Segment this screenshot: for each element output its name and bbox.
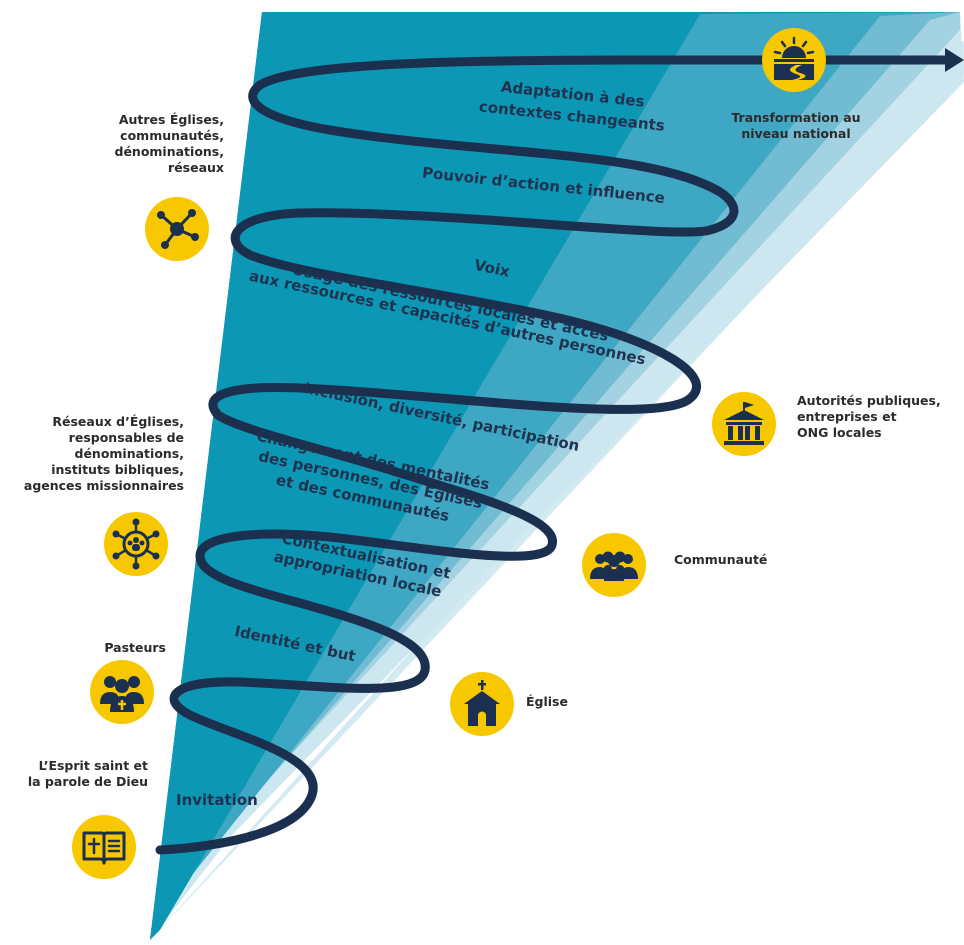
network-people-icon bbox=[104, 512, 168, 576]
label-communaute: Communauté bbox=[674, 552, 768, 567]
label-eglise: Église bbox=[526, 694, 568, 709]
network-icon bbox=[145, 197, 209, 261]
government-building-icon bbox=[712, 392, 776, 456]
label-autorites: Autorités publiques, entreprises et ONG … bbox=[797, 393, 941, 440]
label-esprit-saint: L’Esprit saint et la parole de Dieu bbox=[27, 758, 148, 789]
stage-invitation: Invitation bbox=[176, 791, 258, 809]
community-icon bbox=[582, 533, 646, 597]
label-reseaux-eglises: Réseaux d’Églises, responsables de dénom… bbox=[23, 414, 184, 493]
church-icon bbox=[450, 672, 514, 736]
label-autres-eglises: Autres Églises, communautés, dénominatio… bbox=[114, 112, 225, 175]
bible-cross-icon bbox=[72, 815, 136, 879]
sunrise-road-icon bbox=[762, 28, 826, 92]
spiral-arrowhead bbox=[945, 48, 964, 72]
label-pasteurs: Pasteurs bbox=[104, 640, 166, 655]
label-transformation: Transformation au niveau national bbox=[731, 110, 861, 141]
pastors-group-icon bbox=[90, 660, 154, 724]
spiral-line bbox=[155, 55, 960, 855]
beam-band-dark bbox=[150, 12, 960, 940]
